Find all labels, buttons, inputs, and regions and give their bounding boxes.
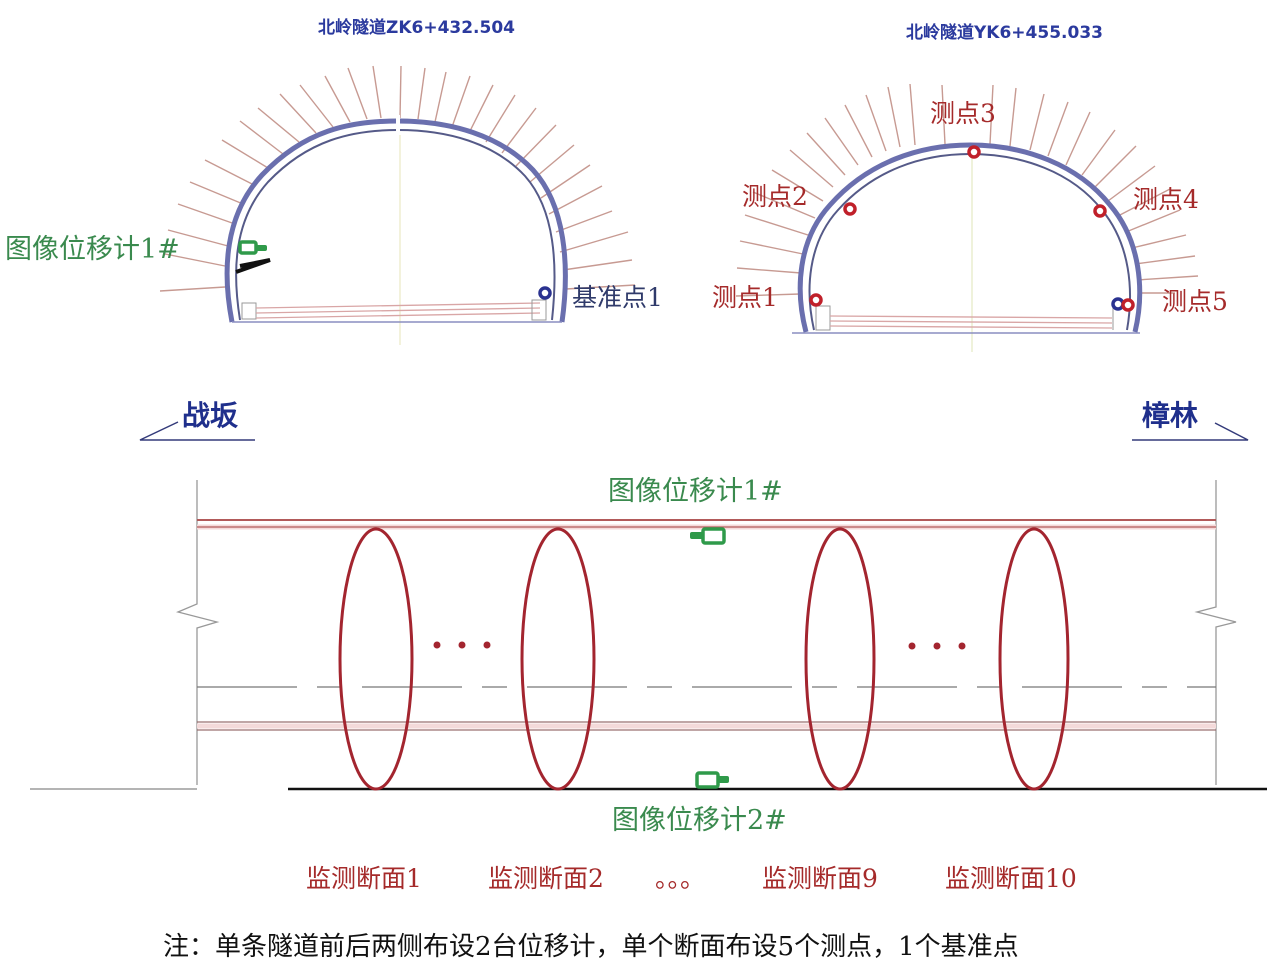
left-break-line: [175, 480, 220, 785]
direction-left-arrow-icon: [139, 421, 255, 441]
measure-point-3-icon: [967, 145, 981, 159]
ellipsis-dots-left: [433, 641, 491, 649]
direction-right-label: 樟林: [1142, 399, 1198, 432]
measure-point-4-icon: [1093, 204, 1107, 218]
left-section-title: 北岭隧道ZK6+432.504: [318, 17, 515, 38]
measure-point-5-label: 测点5: [1162, 287, 1228, 316]
plan-view: 战坂 樟林 图像位移计1#: [30, 399, 1267, 893]
measure-point-3-label: 测点3: [930, 99, 996, 128]
right-road-slab: [792, 305, 1140, 334]
reference-point-icon: [538, 286, 552, 300]
section-10-ellipse: [998, 527, 1070, 791]
measure-point-5-icon: [1121, 298, 1135, 312]
right-lining-outer: [797, 142, 1143, 333]
measure-point-2-label: 测点2: [742, 182, 808, 211]
section-2-ellipse: [520, 527, 596, 791]
reference-point-label: 基准点1: [572, 283, 663, 312]
meter-1-icon: [690, 527, 726, 545]
direction-left-label: 战坂: [182, 399, 238, 432]
meter-1-label: 图像位移计1#: [608, 476, 783, 507]
section-1-ellipse: [338, 527, 414, 791]
section-ellipsis-label: 。。。: [655, 864, 705, 893]
section-2-label: 监测断面2: [488, 864, 604, 893]
section-10-label: 监测断面10: [945, 864, 1077, 893]
direction-right-arrow-icon: [1132, 422, 1249, 441]
left-cross-section: 北岭隧道ZK6+432.504: [5, 17, 663, 345]
left-road-slab: [232, 299, 562, 323]
left-lining-outer: [224, 118, 568, 323]
measure-point-2-icon: [843, 202, 857, 216]
measure-point-1-label: 测点1: [712, 283, 778, 312]
measure-point-1-icon: [809, 293, 823, 307]
note-text: 注：单条隧道前后两侧布设2台位移计，单个断面布设5个测点，1个基准点: [163, 932, 1019, 962]
right-rock-bolts: [735, 83, 1199, 297]
right-cross-section: 北岭隧道YK6+455.033: [712, 22, 1228, 352]
right-break-line: [1194, 480, 1237, 785]
left-meter-label: 图像位移计1#: [5, 234, 180, 265]
left-lining-inner: [235, 128, 556, 321]
section-9-label: 监测断面9: [762, 864, 878, 893]
meter-2-label: 图像位移计2#: [612, 805, 787, 836]
left-rock-bolts: [159, 65, 636, 292]
left-displacement-meter-icon: [235, 240, 271, 274]
measure-point-4-label: 测点4: [1133, 185, 1199, 214]
ellipsis-dots-right: [908, 642, 966, 650]
right-section-title: 北岭隧道YK6+455.033: [906, 22, 1103, 43]
meter-2-icon: [695, 771, 729, 789]
section-9-ellipse: [804, 527, 876, 791]
section-1-label: 监测断面1: [306, 864, 422, 893]
